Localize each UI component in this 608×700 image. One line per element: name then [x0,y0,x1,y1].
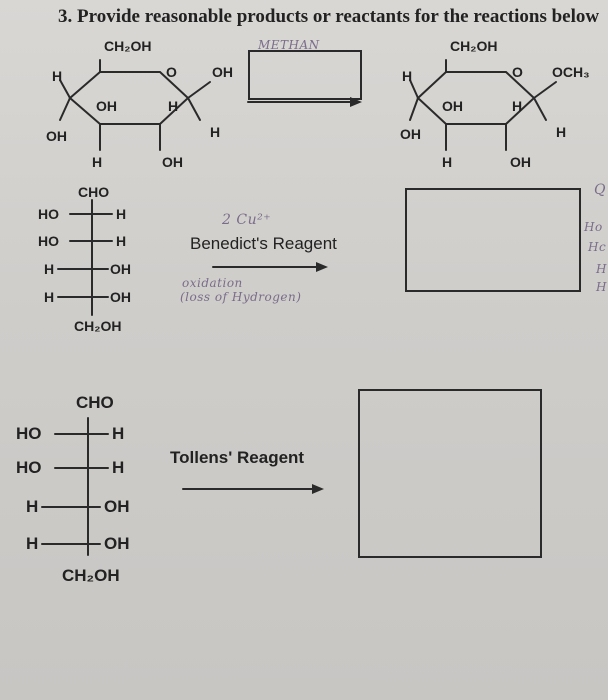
fischer-ch2oh: CH₂OH [74,318,122,334]
fischer-row2-left: HO [38,233,59,249]
c4-h-label: H [52,68,63,84]
fischer3-row1-left: HO [16,424,42,443]
ch2oh-label: CH₂OH [104,38,152,54]
fischer-row3-left: H [44,261,55,277]
product-answer-box-2[interactable] [405,188,581,292]
handwritten-loss-of-hydrogen: (loss of Hydrogen) [180,290,302,304]
product-c4-oh-label: OH [400,126,421,142]
product-c4-h-label: H [402,68,413,84]
margin-fragment-4: H [596,262,607,276]
reagent-answer-box[interactable] [248,50,362,100]
product-c1-h-label: H [556,124,567,140]
c3-oh-label: OH [96,98,117,114]
tollens-reagent-label: Tollens' Reagent [170,448,305,467]
product-ring-oxygen-label: O [512,64,523,80]
benedicts-reagent-label: Benedict's Reagent [190,234,337,253]
fischer-row2-right: H [116,233,127,249]
fischer-row4-left: H [44,289,55,305]
fischer3-row3-right: OH [104,497,130,516]
c1-h-label: H [210,124,221,140]
fischer3-row1-right: H [112,424,125,443]
product-answer-box-3[interactable] [358,389,542,558]
ring-oxygen-label: O [166,64,177,80]
fischer3-row2-left: HO [16,458,42,477]
c3-h-label: H [92,154,103,170]
fischer3-row3-left: H [26,497,39,516]
arrow-head-3 [312,484,324,494]
question-title: 3. Provide reasonable products or reacta… [58,6,600,27]
fischer3-ch2oh: CH₂OH [62,566,120,585]
fischer-row4-right: OH [110,289,131,305]
product-ch2oh-label: CH₂OH [450,38,498,54]
arrow-head-2 [316,262,328,272]
margin-fragment-2: Ho [584,220,603,234]
c2-h-label: H [168,98,179,114]
handwritten-oxidation: oxidation [182,276,243,290]
fischer3-cho: CHO [76,393,114,412]
c2-oh-label: OH [162,154,183,170]
fischer3-row2-right: H [112,458,125,477]
handwritten-cu2plus: 2 Cu²⁺ [222,212,272,228]
och3-label: OCH₃ [552,64,590,80]
handwritten-methan: METHAN [258,38,320,52]
product-c2-oh-label: OH [510,154,531,170]
fischer-cho: CHO [78,184,110,200]
fischer-row1-left: HO [38,206,59,222]
margin-fragment-1: Q [594,182,606,198]
fischer-row3-right: OH [110,261,131,277]
product-c3-h-label: H [442,154,453,170]
fischer-row1-right: H [116,206,127,222]
product-c3-oh-label: OH [442,98,463,114]
fischer3-row4-left: H [26,534,39,553]
c4-oh-label: OH [46,128,67,144]
product-c2-h-label: H [512,98,523,114]
anomeric-oh-label: OH [212,64,233,80]
margin-fragment-5: H [596,280,607,294]
fischer3-row4-right: OH [104,534,130,553]
margin-fragment-3: Hc [588,240,607,254]
